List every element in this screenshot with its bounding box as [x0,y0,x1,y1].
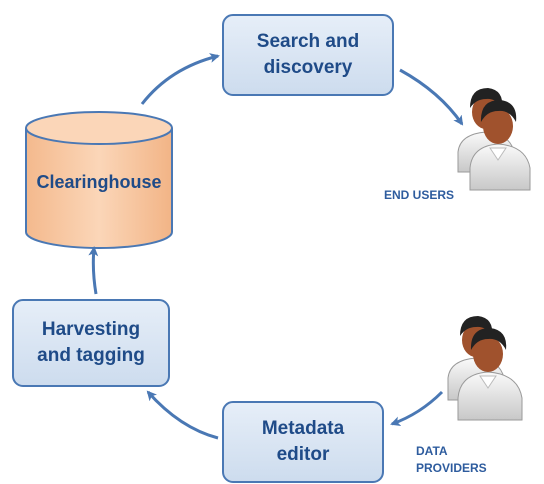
clearinghouse-cylinder [25,111,173,249]
end-users-icon [457,88,531,191]
clearinghouse-node: Clearinghouse [26,120,172,244]
harvesting-and-tagging-box: Harvesting and tagging [12,299,170,387]
search-and-discovery-label: Search and discovery [256,31,360,78]
search-and-discovery-box: Search and discovery [222,14,394,96]
arrow-metadata-to-harvesting [146,390,219,440]
arrow-harvesting-to-clearinghouse [88,246,99,295]
metadata-editor-label: Metadata editor [261,418,345,465]
clearinghouse-label: Clearinghouse [36,171,162,192]
harvesting-and-tagging-label: Harvesting and tagging [37,319,145,366]
arrow-clearinghouse-to-search [140,53,220,105]
data-providers-caption: DATA PROVIDERS [416,444,487,475]
arrow-search-to-endusers [399,68,464,126]
metadata-editor-box: Metadata editor [222,401,384,483]
arrow-providers-to-metadata [390,390,444,427]
data-providers-icon [447,316,523,421]
end-users-caption: END USERS [384,188,455,202]
